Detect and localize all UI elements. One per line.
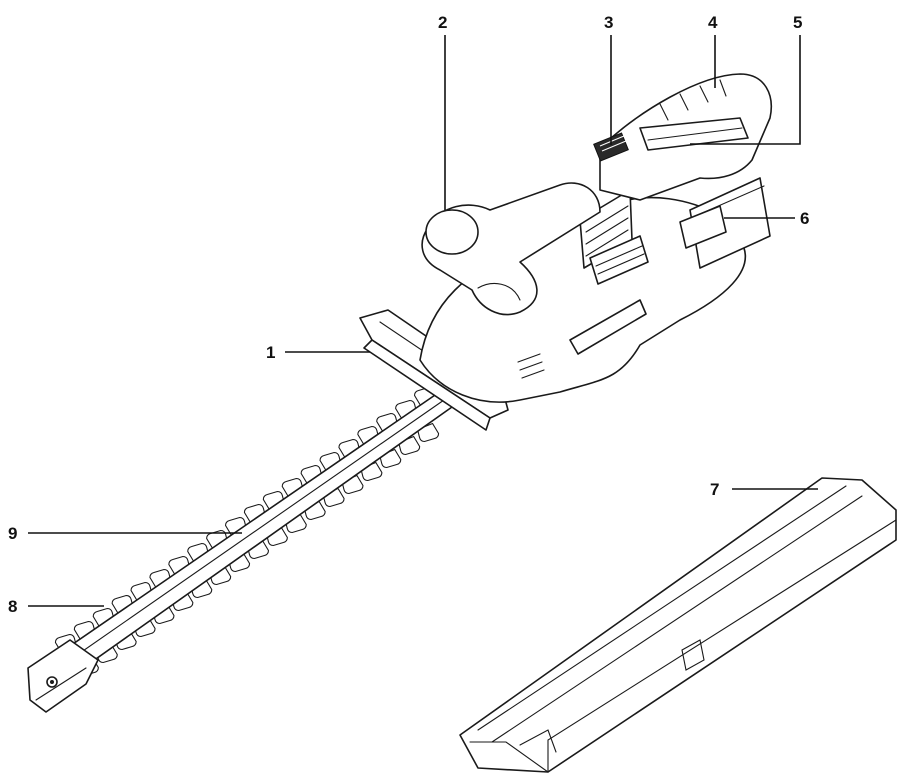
blade-assembly: [27, 386, 453, 713]
front-handle: [421, 182, 601, 316]
callout-7: 7: [710, 480, 719, 499]
callout-2: 2: [438, 13, 447, 32]
callout-6: 6: [800, 209, 809, 228]
callout-numbers: 1 2 3 4 5 6 7 8 9: [8, 13, 809, 616]
callout-8: 8: [8, 597, 17, 616]
vent-slots: [517, 353, 545, 379]
motor-housing: [419, 189, 747, 403]
callout-1: 1: [266, 343, 275, 362]
battery-pack: [679, 177, 771, 269]
blade-cover: [459, 477, 897, 773]
rear-handle: [593, 73, 772, 201]
leader-lines: [28, 35, 818, 607]
callout-5: 5: [793, 13, 802, 32]
callout-9: 9: [8, 524, 17, 543]
grip-ribs: [659, 79, 727, 121]
blade-teeth-upper: [54, 386, 437, 654]
blade-teeth-lower: [57, 422, 440, 690]
lock-off-button: [593, 132, 629, 162]
callout-3: 3: [604, 13, 613, 32]
callout-4: 4: [708, 13, 718, 32]
